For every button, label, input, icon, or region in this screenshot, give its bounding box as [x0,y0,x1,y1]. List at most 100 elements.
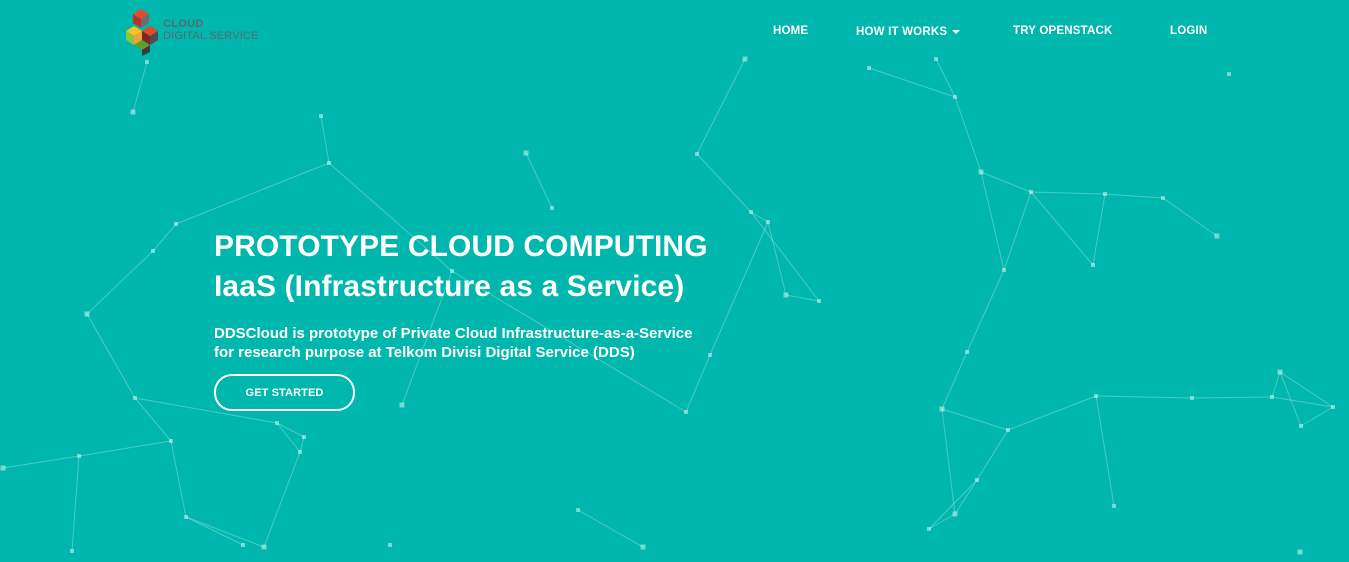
network-node [1112,504,1116,508]
network-node [1161,196,1165,200]
network-node [275,421,279,425]
network-node [1091,263,1095,267]
hero-description-line1: DDSCloud is prototype of Private Cloud I… [214,325,693,342]
network-node [1299,424,1303,428]
network-node [241,543,245,547]
network-node [695,152,699,156]
network-link [134,397,172,442]
network-node [1331,405,1335,409]
network-link [170,440,187,518]
network-node [1094,394,1098,398]
network-node [867,66,871,70]
network-link [86,313,136,399]
network-node [1029,190,1033,194]
network-node [84,311,90,317]
network-link [1092,193,1106,266]
network-node [145,60,149,64]
network-node [576,508,580,512]
network-link [132,61,148,113]
logo-brand-bottom: DIGITAL SERVICE [163,30,259,42]
network-link [2,455,80,469]
network-node [1270,395,1274,399]
network-node [975,478,979,482]
logo-brand-top: CLOUD [163,18,204,30]
network-link [928,513,956,530]
network-node [151,249,155,253]
get-started-button[interactable]: GET STARTED [214,374,355,411]
network-node [77,454,81,458]
network-link [709,221,769,356]
nav-how-it-works[interactable]: HOW IT WORKS [856,25,961,39]
nav-login[interactable]: LOGIN [1170,25,1208,37]
network-link [980,171,1032,193]
network-node [766,220,770,224]
network-link [1162,197,1218,237]
network-link [577,509,644,548]
network-link [785,294,820,302]
network-link [1095,395,1193,399]
stacked-cubes-logo-icon [126,9,158,56]
network-node [0,465,6,471]
network-link [185,516,244,546]
network-link [966,269,1005,353]
network-link [152,223,177,252]
nav-try-openstack[interactable]: TRY OPENSTACK [1013,25,1113,37]
network-node [939,406,945,412]
network-link [750,211,820,302]
network-link [868,67,956,98]
network-node [184,515,188,519]
network-node [953,95,957,99]
network-node [817,299,821,303]
network-link [954,96,982,173]
network-node [1002,268,1006,272]
network-link [134,397,278,424]
hero-title-line1: PROTOTYPE CLOUD COMPUTING [214,230,708,263]
hero-description: DDSCloud is prototype of Private Cloud I… [214,324,692,362]
nav-home[interactable]: HOME [773,25,809,37]
network-node [130,109,136,115]
network-link [1271,396,1334,408]
network-node [302,435,306,439]
nav-how-it-works-label: HOW IT WORKS [856,26,948,38]
network-node [1214,233,1220,239]
network-link [276,422,305,438]
network-node [934,57,938,61]
network-link [401,270,453,406]
network-node [169,439,173,443]
network-link [1003,191,1032,271]
network-link [1030,191,1094,266]
network-link [1007,395,1097,431]
caret-down-icon [952,30,961,34]
network-link [928,479,978,530]
network-link [1191,396,1273,399]
network-node [298,450,302,454]
network-node [327,161,331,165]
network-link [78,440,172,457]
network-node [261,544,267,550]
network-link [1279,371,1302,427]
network-node [388,543,392,547]
network-node [1297,549,1303,555]
network-link [320,115,330,164]
network-node [1103,192,1107,196]
brand-logo[interactable]: CLOUD DIGITAL SERVICE [124,6,284,56]
network-node [978,169,984,175]
network-link [976,429,1009,481]
hero-title-line2: IaaS (Infrastructure as a Service) [214,270,685,303]
network-node [70,549,74,553]
network-node [550,206,554,210]
network-node [783,292,789,298]
network-node [640,544,646,550]
network-link [525,152,553,209]
network-link [696,58,746,155]
network-link [1300,406,1334,427]
network-node [523,150,529,156]
network-link [1279,371,1334,408]
network-link [175,162,330,225]
network-node [1190,396,1194,400]
network-link [941,408,1009,431]
network-link [263,451,301,548]
network-link [451,270,687,413]
network-link [941,351,968,410]
